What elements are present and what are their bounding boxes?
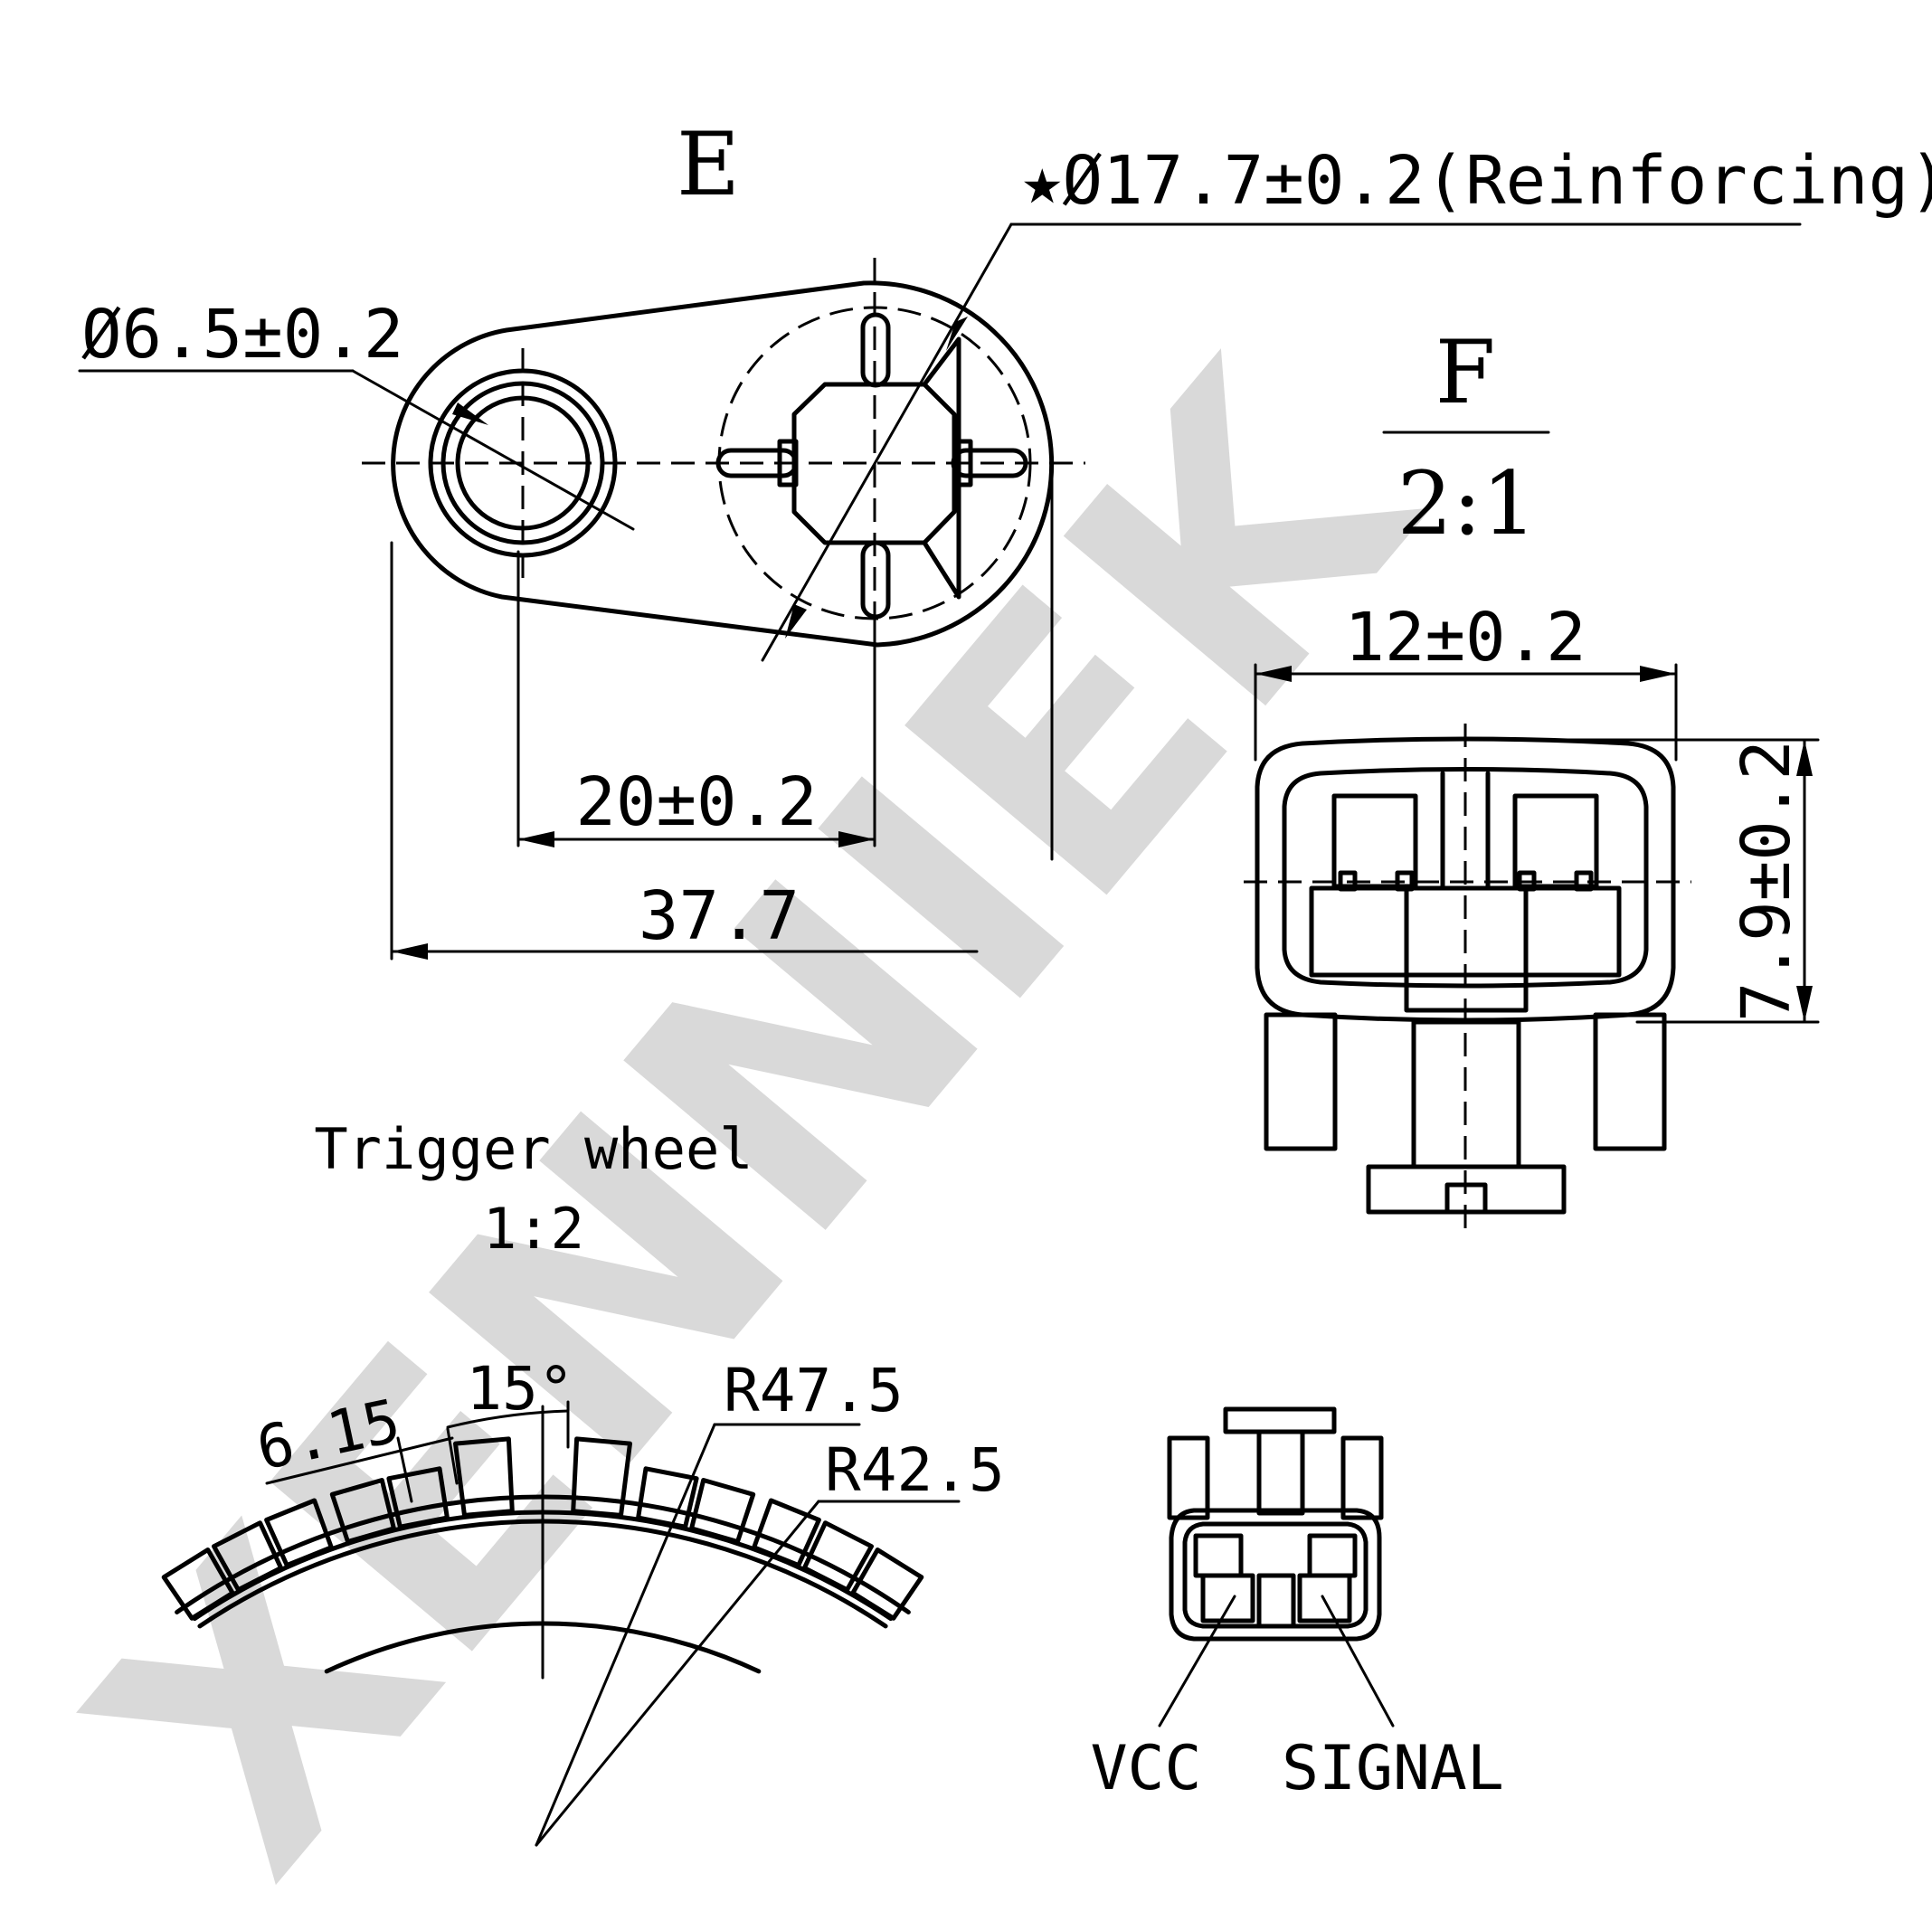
reinforcing-arrow-bottom: [785, 604, 807, 639]
overall-length-label: 37.7: [639, 877, 800, 955]
pin-housing-inner: [1182, 1521, 1368, 1629]
wheel-tooth: [329, 1478, 396, 1544]
wheel-tooth: [386, 1466, 450, 1529]
sensor-flange-outline: [391, 280, 1055, 648]
height-arrow-top: [1796, 740, 1813, 776]
view-f: F 2:1 12±0.2 7.9±0.2: [1244, 322, 1820, 1239]
wheel-tooth: [850, 1548, 924, 1621]
wheel-tooth: [453, 1436, 515, 1518]
wheel-tooth: [752, 1498, 821, 1568]
wheel-teeth: [161, 1436, 924, 1621]
leg-right: [1593, 1012, 1667, 1151]
trigger-wheel-scale: 1:2: [483, 1196, 584, 1262]
width-arrow-left: [1255, 666, 1292, 682]
hole-diameter-label: Ø6.5±0.2: [81, 296, 403, 374]
pinout-view: VCC SIGNAL: [1091, 1406, 1504, 1804]
pin-post: [1256, 1429, 1305, 1516]
wheel-tooth: [636, 1466, 699, 1529]
reinforcing-arrow-top: [946, 317, 968, 351]
center-distance-label: 20±0.2: [575, 763, 817, 841]
reinforcing-leader-line: [761, 222, 1013, 662]
connector-height-label: 7.9±0.2: [1728, 740, 1805, 1022]
view-f-scale: 2:1: [1397, 453, 1538, 554]
wheel-tooth: [264, 1498, 334, 1568]
inner-radius-leader: [535, 1500, 820, 1847]
watermark-text: XENNIEK: [15, 290, 1500, 1931]
outer-radius-leader: [535, 1423, 716, 1847]
dim20-arrow-right: [838, 831, 875, 847]
trigger-wheel-view: Trigger wheel 1:2 6.15 15° R47.5 R42.5: [161, 1116, 1005, 1847]
tooth-ext-right: [446, 1427, 459, 1485]
view-e: E ★Ø17.7±0.2(Reinforcing) Ø6.5±0.2: [78, 114, 1932, 961]
height-arrow-bottom: [1796, 986, 1813, 1022]
trigger-wheel-title: Trigger wheel: [314, 1116, 753, 1182]
view-f-title: F: [1435, 322, 1496, 423]
pin-leg-right: [1340, 1435, 1384, 1520]
signal-label: SIGNAL: [1282, 1733, 1504, 1804]
pin-cavity-signal: [1297, 1573, 1352, 1623]
leg-left: [1264, 1012, 1338, 1151]
connector-width-label: 12±0.2: [1344, 599, 1586, 677]
pin-housing-outer: [1169, 1508, 1382, 1642]
vcc-leader: [1158, 1595, 1236, 1727]
view-e-title: E: [677, 114, 740, 215]
pin-slot-left: [1193, 1533, 1244, 1578]
vcc-label: VCC: [1091, 1733, 1202, 1804]
wheel-tooth: [161, 1548, 235, 1621]
rib-wedge: [922, 336, 961, 600]
dim37-arrow: [392, 943, 428, 960]
wheel-tooth: [801, 1520, 874, 1593]
reinforcing-note: ★Ø17.7±0.2(Reinforcing): [1022, 142, 1932, 220]
pin-center-divider: [1256, 1573, 1296, 1629]
angle-arc: [446, 1409, 570, 1429]
inner-radius-label: R42.5: [825, 1435, 1005, 1505]
connector-housing-inner: [1282, 767, 1649, 989]
pin-header-bar: [1223, 1406, 1337, 1434]
watermark: XENNIEK: [15, 290, 1500, 1931]
wheel-tooth: [689, 1478, 756, 1544]
pin-cavity-vcc: [1200, 1573, 1255, 1623]
width-arrow-right: [1640, 666, 1676, 682]
pin-slot-right: [1307, 1533, 1358, 1578]
pin-leg-left: [1167, 1435, 1210, 1520]
tooth-ext-left: [396, 1436, 413, 1503]
wheel-tooth: [212, 1520, 284, 1593]
outer-radius-label: R47.5: [724, 1356, 904, 1425]
wheel-tooth: [571, 1436, 632, 1518]
hole-leader-line: [351, 369, 635, 531]
signal-leader: [1321, 1595, 1395, 1727]
dim20-arrow-left: [518, 831, 554, 847]
hole-arrow: [452, 402, 488, 425]
tooth-dim-line: [265, 1436, 454, 1485]
